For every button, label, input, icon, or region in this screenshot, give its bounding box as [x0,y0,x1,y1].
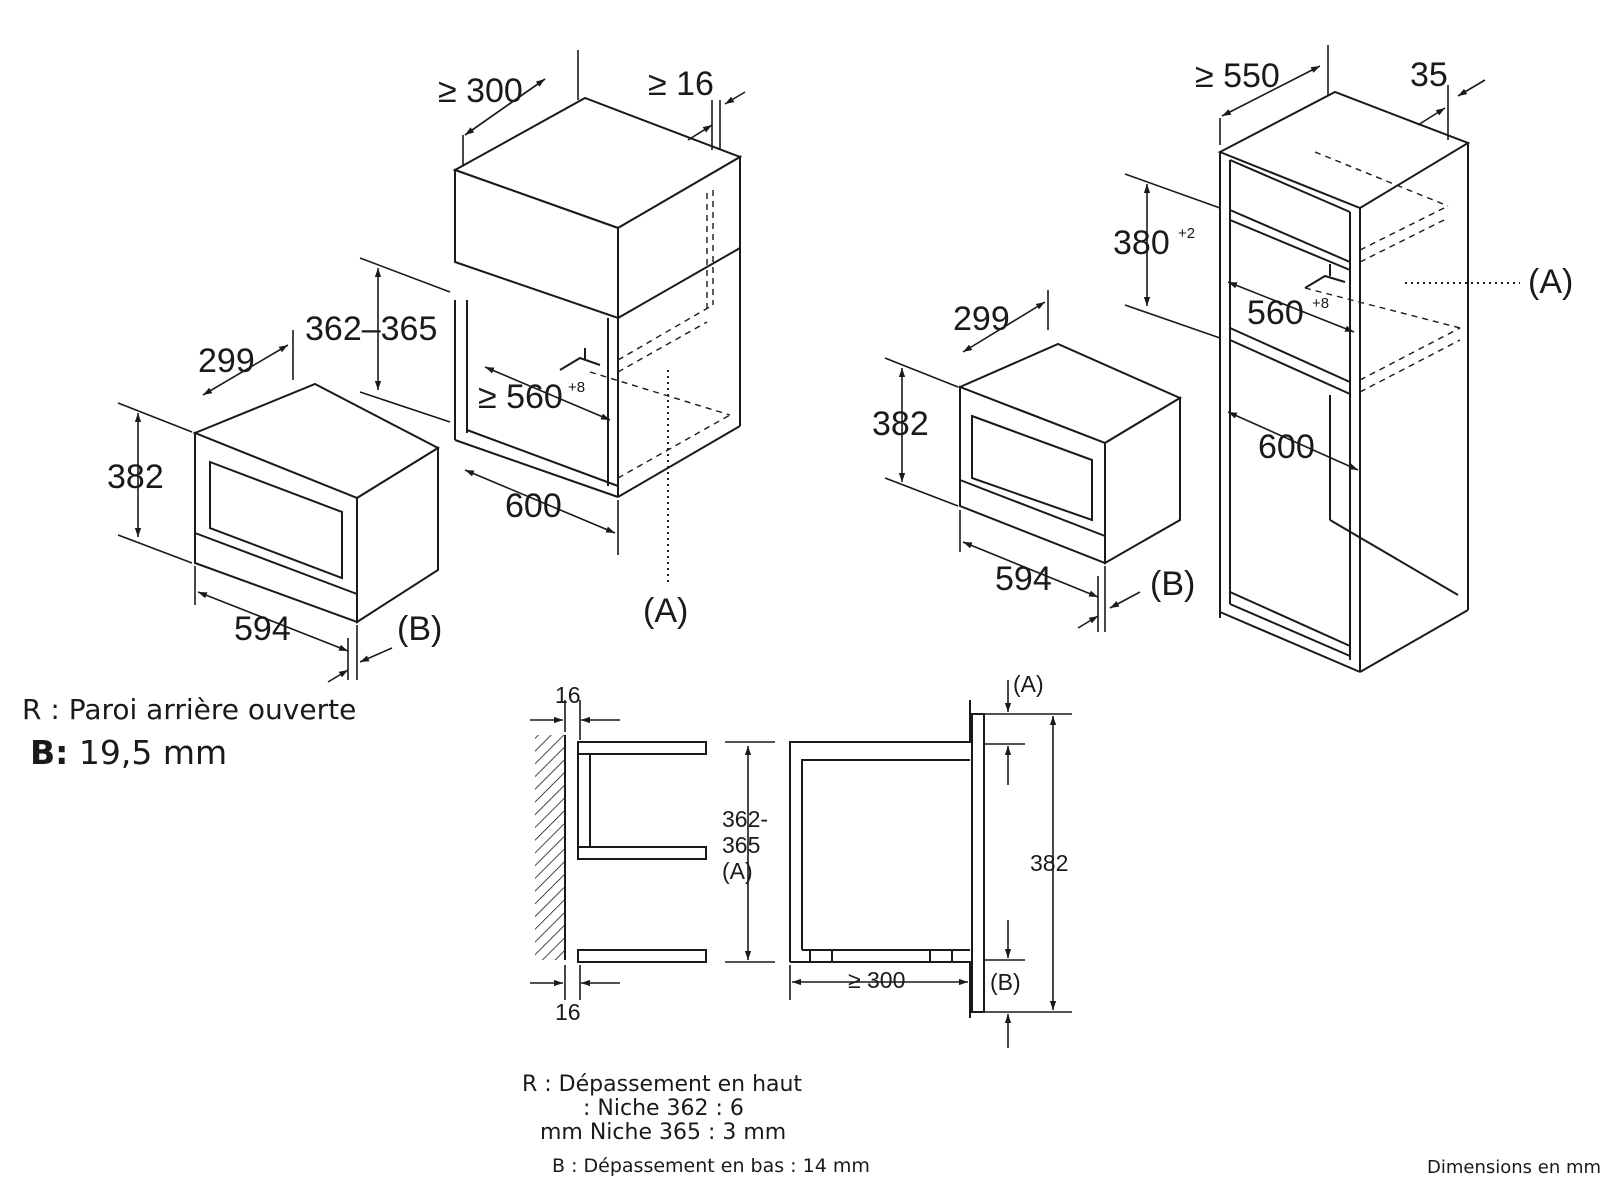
bottom-niche-height-1: 362- [722,806,768,832]
right-niche-height-tol: +2 [1178,225,1195,242]
right-niche-height-label: 380 [1113,224,1170,262]
bottom-label-a: (A) [1013,671,1044,697]
right-niche-width-tol: +8 [1312,295,1329,312]
left-label-a: (A) [643,592,688,630]
right-tall-unit [1217,90,1471,673]
right-niche-depth-label: ≥ 550 [1195,57,1280,95]
bottom-note-line3: mm Niche 365 : 3 mm [540,1120,787,1145]
bottom-section [535,700,985,1018]
left-cabinet-hidden-lines [589,190,731,479]
right-cabinet-width-label: 600 [1258,428,1315,466]
left-oven-depth-label: 299 [198,342,255,380]
right-oven [957,342,1183,565]
left-cabinet-width-label: 600 [505,487,562,525]
left-niche-depth-label: ≥ 300 [438,72,523,110]
left-note-line1: R : Paroi arrière ouverte [22,693,357,726]
left-niche-width-tol: +8 [568,379,585,396]
right-label-a: (A) [1528,263,1573,301]
bottom-dimensions [530,680,1072,1048]
left-dimensions [117,50,746,683]
left-oven-height-label: 382 [107,458,164,496]
left-niche-height-label: 362–365 [305,310,437,348]
right-rear-gap-label: 35 [1410,56,1448,94]
bottom-bottom-16-label: 16 [555,999,581,1025]
bottom-oven-height-label: 382 [1030,850,1068,876]
bottom-label-b: (B) [990,969,1021,995]
left-note-b-label: B: [30,733,69,772]
left-niche-width-label: ≥ 560 [478,378,563,416]
right-oven-width-label: 594 [995,560,1052,598]
left-label-b: (B) [397,610,442,648]
right-oven-height-label: 382 [872,405,929,443]
right-oven-depth-label: 299 [953,300,1010,338]
left-oven [192,382,441,624]
right-label-b: (B) [1150,565,1195,603]
right-niche-width-label: 560 [1247,294,1304,332]
bottom-note-line4: B : Dépassement en bas : 14 mm [552,1155,870,1177]
bottom-niche-height-a: (A) [722,858,753,884]
bottom-depth-label: ≥ 300 [848,967,905,993]
right-hidden-lines [1304,151,1461,393]
left-note-line2: B: 19,5 mm [30,733,227,772]
units-note: Dimensions en mm [1427,1157,1600,1178]
left-oven-width-label: 594 [234,610,291,648]
bottom-top-16-label: 16 [555,682,581,708]
left-top-gap-label: ≥ 16 [648,65,714,103]
right-dimensions [884,45,1486,632]
bottom-niche-height-2: 365 [722,832,760,858]
left-note-b-value: 19,5 mm [68,733,228,772]
left-cabinet [452,96,743,498]
bottom-note-line2: : Niche 362 : 6 [583,1096,744,1121]
bottom-note-line1: R : Dépassement en haut [522,1072,803,1097]
